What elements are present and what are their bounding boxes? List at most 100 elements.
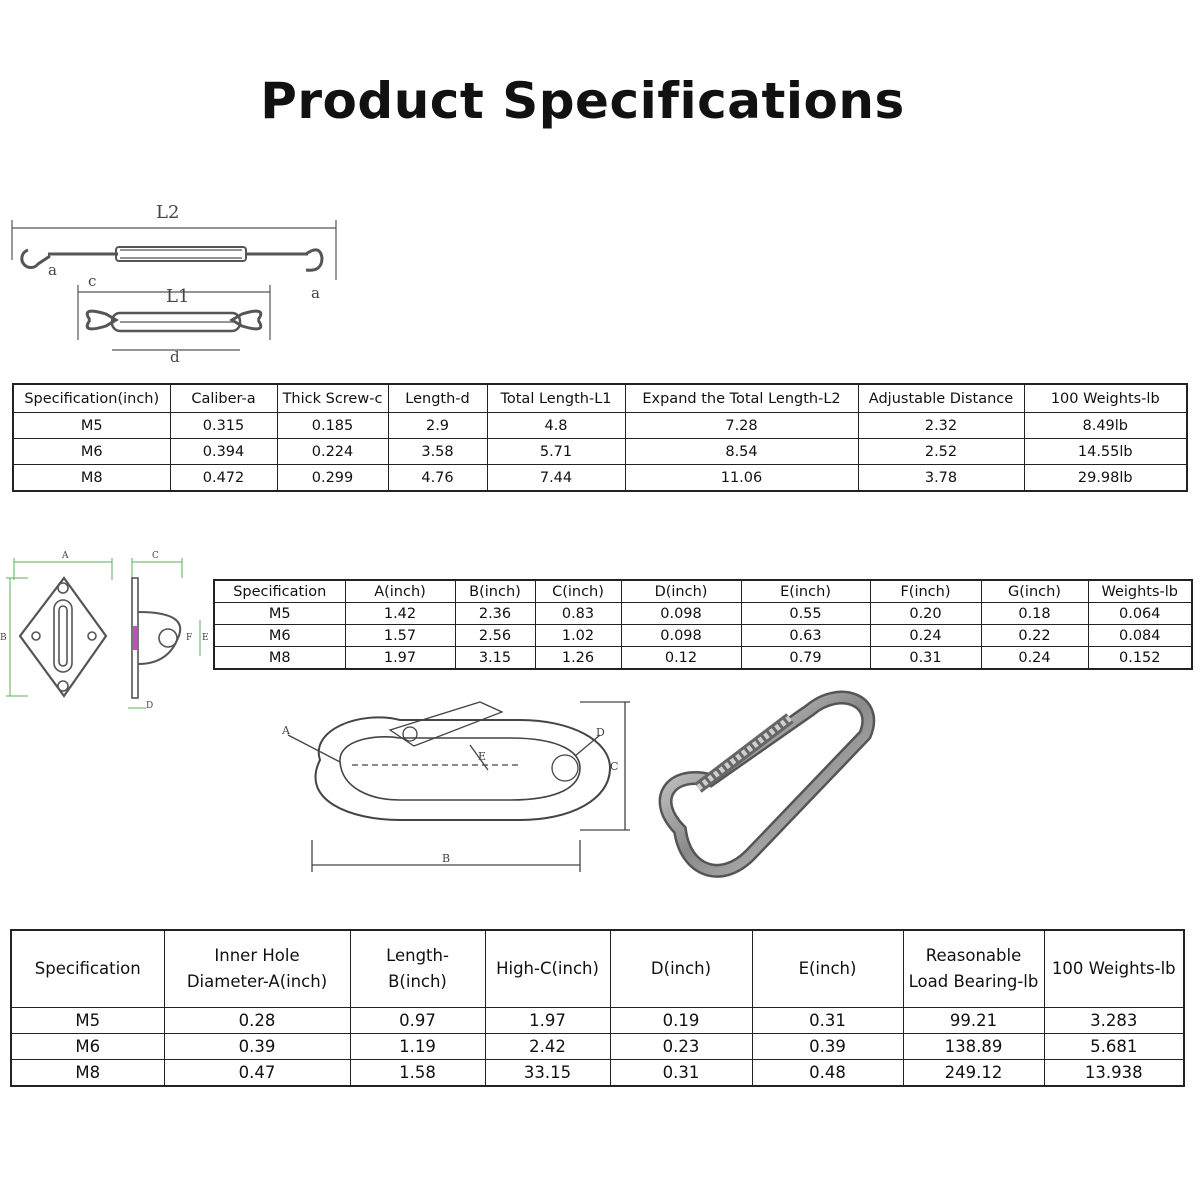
header-cell: Length-B(inch) <box>349 929 486 1008</box>
label-e: E <box>202 633 209 643</box>
table-cell: 2.9 <box>387 412 488 439</box>
header-cell: Inner Hole Diameter-A(inch) <box>163 929 351 1008</box>
label-a-left: a <box>48 261 57 279</box>
header-cell: E(inch) <box>740 579 871 603</box>
table-header-row: Specification(inch) Caliber-a Thick Scre… <box>12 383 1188 413</box>
table-row: M5 0.28 0.97 1.97 0.19 0.31 99.21 3.283 <box>10 1007 1185 1034</box>
table-cell: 0.31 <box>751 1007 904 1034</box>
pad-eye-diagram: A B C D E F <box>0 551 209 711</box>
table-cell: 0.48 <box>751 1059 904 1087</box>
table-cell: 0.39 <box>163 1033 351 1060</box>
snap-hook-image <box>658 690 876 878</box>
label-c: c <box>88 272 96 290</box>
table-cell: 0.098 <box>620 602 742 625</box>
table-row: M6 0.39 1.19 2.42 0.23 0.39 138.89 5.681 <box>10 1033 1185 1060</box>
table-cell: 1.26 <box>534 646 622 670</box>
table-cell: 11.06 <box>624 464 859 492</box>
pad-eye-spec-table: Specification A(inch) B(inch) C(inch) D(… <box>213 579 1193 670</box>
table-row: M8 1.97 3.15 1.26 0.12 0.79 0.31 0.24 0.… <box>213 646 1193 670</box>
header-cell: E(inch) <box>751 929 904 1008</box>
table-cell: M5 <box>213 602 346 625</box>
table-cell: 0.20 <box>869 602 982 625</box>
table-cell: 0.24 <box>869 624 982 647</box>
label-a: A <box>281 724 291 737</box>
table-cell: 4.8 <box>486 412 626 439</box>
label-d: D <box>146 701 153 711</box>
table-cell: 0.394 <box>169 438 278 465</box>
table-cell: 0.098 <box>620 624 742 647</box>
table-cell: 1.02 <box>534 624 622 647</box>
table-cell: 2.52 <box>857 438 1025 465</box>
table-cell: 0.064 <box>1087 602 1193 625</box>
header-cell: 100 Weights-lb <box>1023 383 1188 413</box>
table-cell: 1.42 <box>344 602 456 625</box>
header-cell: High-C(inch) <box>484 929 611 1008</box>
header-cell: G(inch) <box>980 579 1089 603</box>
table-cell: 0.299 <box>276 464 389 492</box>
label-l1: L1 <box>166 286 189 307</box>
label-d: D <box>596 726 605 739</box>
table-cell: 1.57 <box>344 624 456 647</box>
table-header-row: Specification A(inch) B(inch) C(inch) D(… <box>213 579 1193 603</box>
table-cell: 2.56 <box>454 624 536 647</box>
table-cell: 0.185 <box>276 412 389 439</box>
table-cell: 0.28 <box>163 1007 351 1034</box>
table-row: M8 0.47 1.58 33.15 0.31 0.48 249.12 13.9… <box>10 1059 1185 1087</box>
header-cell: Caliber-a <box>169 383 278 413</box>
table-cell: 3.15 <box>454 646 536 670</box>
header-cell: 100 Weights-lb <box>1043 929 1185 1008</box>
table-cell: 14.55lb <box>1023 438 1188 465</box>
table-cell: 33.15 <box>484 1059 611 1087</box>
table-cell: 0.63 <box>740 624 871 647</box>
table-cell: 0.22 <box>980 624 1089 647</box>
table-cell: 3.58 <box>387 438 488 465</box>
table-cell: 5.681 <box>1043 1033 1185 1060</box>
label-a-right: a <box>311 284 320 302</box>
label-a: A <box>61 551 69 561</box>
table-cell: 0.24 <box>980 646 1089 670</box>
table-cell: 0.23 <box>609 1033 753 1060</box>
table-cell: 1.97 <box>344 646 456 670</box>
table-cell: 7.44 <box>486 464 626 492</box>
header-cell: Thick Screw-c <box>276 383 389 413</box>
table-cell: 0.79 <box>740 646 871 670</box>
header-cell: Adjustable Distance <box>857 383 1025 413</box>
header-cell: C(inch) <box>534 579 622 603</box>
table-cell: 0.31 <box>869 646 982 670</box>
table-cell: 138.89 <box>902 1033 1045 1060</box>
table-row: M6 1.57 2.56 1.02 0.098 0.63 0.24 0.22 0… <box>213 624 1193 647</box>
table-cell: M6 <box>213 624 346 647</box>
table-cell: M8 <box>12 464 171 492</box>
header-cell: D(inch) <box>620 579 742 603</box>
table-cell: 3.283 <box>1043 1007 1185 1034</box>
snap-hook-spec-table: Specification Inner Hole Diameter-A(inch… <box>10 929 1185 1087</box>
table-cell: 0.18 <box>980 602 1089 625</box>
table-cell: 8.49lb <box>1023 412 1188 439</box>
table-header-row: Specification Inner Hole Diameter-A(inch… <box>10 929 1185 1008</box>
table-cell: M8 <box>10 1059 165 1087</box>
table-cell: 0.39 <box>751 1033 904 1060</box>
label-b: B <box>0 633 7 643</box>
label-l2: L2 <box>156 202 179 223</box>
table-cell: 0.55 <box>740 602 871 625</box>
header-cell: B(inch) <box>454 579 536 603</box>
table-cell: 2.42 <box>484 1033 611 1060</box>
table-cell: 0.19 <box>609 1007 753 1034</box>
header-cell: F(inch) <box>869 579 982 603</box>
table-cell: M5 <box>12 412 171 439</box>
table-cell: M5 <box>10 1007 165 1034</box>
table-cell: 0.315 <box>169 412 278 439</box>
table-cell: 1.58 <box>349 1059 486 1087</box>
table-cell: M8 <box>213 646 346 670</box>
table-cell: 8.54 <box>624 438 859 465</box>
header-cell: A(inch) <box>344 579 456 603</box>
table-cell: 5.71 <box>486 438 626 465</box>
header-cell: Weights-lb <box>1087 579 1193 603</box>
table-cell: 99.21 <box>902 1007 1045 1034</box>
header-cell: D(inch) <box>609 929 753 1008</box>
table-row: M8 0.472 0.299 4.76 7.44 11.06 3.78 29.9… <box>12 464 1188 492</box>
table-cell: 0.97 <box>349 1007 486 1034</box>
table-cell: 13.938 <box>1043 1059 1185 1087</box>
page-title: Product Specifications <box>260 72 905 130</box>
turnbuckle-diagram: L2 L1 a c a d <box>11 202 337 366</box>
